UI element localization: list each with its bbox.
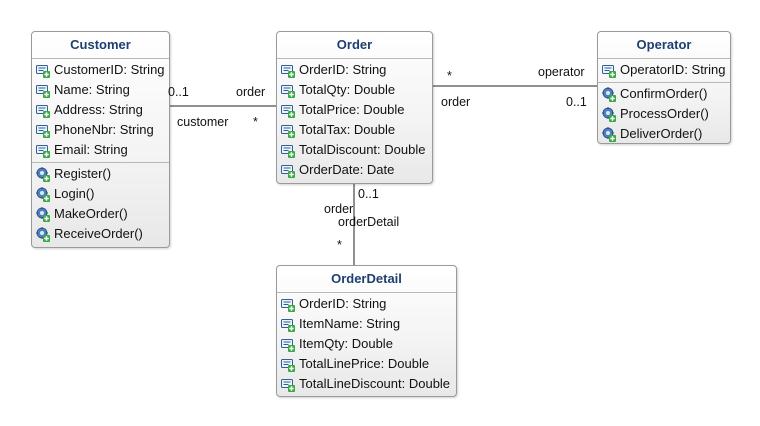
operation-label: Register() xyxy=(54,166,112,181)
attribute-label: Address: String xyxy=(54,102,143,117)
attribute-label: Name: String xyxy=(54,82,130,97)
attribute-item[interactable]: Address: String xyxy=(32,100,169,120)
operation-label: MakeOrder() xyxy=(54,206,128,221)
class-order-title: Order xyxy=(277,32,432,59)
role-order-bottom: order xyxy=(324,202,354,216)
operation-item[interactable]: ProcessOrder() xyxy=(598,104,730,124)
attribute-item[interactable]: OrderDate: Date xyxy=(277,160,432,180)
operation-item[interactable]: ReceiveOrder() xyxy=(32,224,169,244)
attribute-icon xyxy=(281,297,296,312)
attribute-label: OperatorID: String xyxy=(620,62,726,77)
class-orderdetail-title: OrderDetail xyxy=(277,266,456,293)
mult-order-left: * xyxy=(253,115,258,129)
attribute-label: TotalLinePrice: Double xyxy=(299,356,430,371)
class-operator-operations: ConfirmOrder() ProcessOrder() DeliverOrder… xyxy=(598,82,730,146)
operation-label: ConfirmOrder() xyxy=(620,86,708,101)
attribute-icon xyxy=(281,317,296,332)
attribute-item[interactable]: OrderID: String xyxy=(277,294,456,314)
attribute-item[interactable]: Name: String xyxy=(32,80,169,100)
attribute-item[interactable]: CustomerID: String xyxy=(32,60,169,80)
attribute-icon xyxy=(36,83,51,98)
role-order-left: order xyxy=(236,85,266,99)
attribute-icon xyxy=(281,357,296,372)
attribute-item[interactable]: OrderID: String xyxy=(277,60,432,80)
class-operator-title: Operator xyxy=(598,32,730,59)
attribute-item[interactable]: TotalPrice: Double xyxy=(277,100,432,120)
operation-item[interactable]: DeliverOrder() xyxy=(598,124,730,144)
mult-order-bottom: 0..1 xyxy=(358,187,379,201)
attribute-label: ItemName: String xyxy=(299,316,401,331)
attribute-label: ItemQty: Double xyxy=(299,336,393,351)
operation-item[interactable]: MakeOrder() xyxy=(32,204,169,224)
operation-icon xyxy=(36,186,51,202)
attribute-icon xyxy=(281,377,296,392)
attribute-icon xyxy=(281,83,296,98)
class-operator[interactable]: Operator OperatorID: String ConfirmOrder… xyxy=(597,31,731,144)
operation-icon xyxy=(36,226,51,242)
class-operator-attributes: OperatorID: String xyxy=(598,59,730,82)
operation-icon xyxy=(602,106,617,122)
class-customer-title: Customer xyxy=(32,32,169,59)
attribute-label: TotalLineDiscount: Double xyxy=(299,376,451,391)
attribute-icon xyxy=(36,103,51,118)
operation-label: Login() xyxy=(54,186,95,201)
operation-item[interactable]: Register() xyxy=(32,164,169,184)
attribute-label: OrderID: String xyxy=(299,296,387,311)
attribute-item[interactable]: TotalLineDiscount: Double xyxy=(277,374,456,394)
mult-order-right: * xyxy=(447,69,452,83)
attribute-item[interactable]: Email: String xyxy=(32,140,169,160)
operation-icon xyxy=(36,206,51,222)
attribute-icon xyxy=(281,103,296,118)
mult-customer-end: 0..1 xyxy=(168,85,189,99)
attribute-icon xyxy=(281,143,296,158)
attribute-item[interactable]: TotalLinePrice: Double xyxy=(277,354,456,374)
operation-label: ProcessOrder() xyxy=(620,106,709,121)
attribute-label: PhoneNbr: String xyxy=(54,122,154,137)
attribute-item[interactable]: PhoneNbr: String xyxy=(32,120,169,140)
role-customer: customer xyxy=(177,115,229,129)
attribute-label: TotalPrice: Double xyxy=(299,102,405,117)
attribute-label: OrderDate: Date xyxy=(299,162,395,177)
role-operator: operator xyxy=(538,65,585,79)
attribute-item[interactable]: TotalDiscount: Double xyxy=(277,140,432,160)
operation-label: ReceiveOrder() xyxy=(54,226,143,241)
attribute-item[interactable]: TotalTax: Double xyxy=(277,120,432,140)
operation-icon xyxy=(36,166,51,182)
attribute-label: TotalTax: Double xyxy=(299,122,396,137)
attribute-icon xyxy=(281,337,296,352)
attribute-label: CustomerID: String xyxy=(54,62,165,77)
attribute-icon xyxy=(36,123,51,138)
attribute-item[interactable]: TotalQty: Double xyxy=(277,80,432,100)
mult-operator-end: 0..1 xyxy=(566,95,587,109)
attribute-item[interactable]: OperatorID: String xyxy=(598,60,730,80)
operation-icon xyxy=(602,126,617,142)
attribute-label: Email: String xyxy=(54,142,128,157)
operation-item[interactable]: ConfirmOrder() xyxy=(598,84,730,104)
attribute-label: TotalQty: Double xyxy=(299,82,396,97)
attribute-icon xyxy=(281,63,296,78)
attribute-label: TotalDiscount: Double xyxy=(299,142,426,157)
role-order-right: order xyxy=(441,95,471,109)
attribute-icon xyxy=(36,143,51,158)
operation-item[interactable]: Login() xyxy=(32,184,169,204)
attribute-icon xyxy=(602,63,617,78)
operation-label: DeliverOrder() xyxy=(620,126,703,141)
attribute-label: OrderID: String xyxy=(299,62,387,77)
operation-icon xyxy=(602,86,617,102)
class-customer-operations: Register() Login() MakeOrder() ReceiveOrder… xyxy=(32,162,169,246)
attribute-item[interactable]: ItemQty: Double xyxy=(277,334,456,354)
attribute-icon xyxy=(281,163,296,178)
attribute-icon xyxy=(36,63,51,78)
attribute-item[interactable]: ItemName: String xyxy=(277,314,456,334)
mult-orderdetail-end: * xyxy=(337,238,342,252)
attribute-icon xyxy=(281,123,296,138)
role-orderdetail: orderDetail xyxy=(338,215,400,229)
